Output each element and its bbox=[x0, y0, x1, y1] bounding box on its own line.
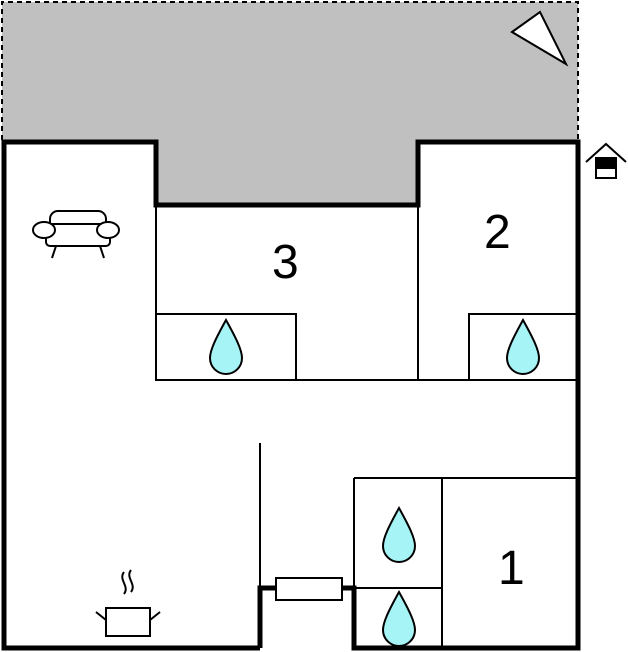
radiator-icon bbox=[275, 577, 343, 601]
house-entrance-icon bbox=[585, 142, 627, 179]
water-drop-icon bbox=[505, 317, 541, 375]
room-3-label: 3 bbox=[272, 236, 299, 289]
north-arrow-icon bbox=[510, 10, 569, 67]
room-2-label: 2 bbox=[484, 206, 511, 259]
terrace bbox=[1, 1, 579, 205]
cooking-pot-icon bbox=[95, 569, 161, 637]
room-1-label: 1 bbox=[498, 542, 525, 595]
water-drop-icon bbox=[208, 317, 244, 375]
water-drop-icon bbox=[381, 505, 417, 563]
sofa-icon bbox=[32, 210, 120, 259]
interior-walls bbox=[155, 205, 579, 648]
water-drop-icon bbox=[381, 589, 417, 647]
